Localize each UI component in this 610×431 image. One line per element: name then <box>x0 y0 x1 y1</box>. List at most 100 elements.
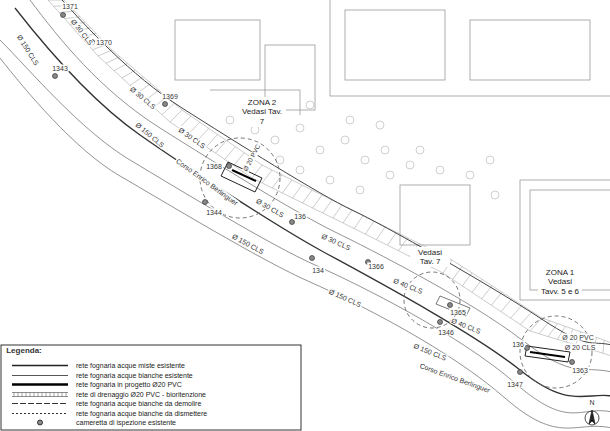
zone-callout: Vedasi Tav. 7 <box>410 247 450 267</box>
parking-stall <box>234 153 244 166</box>
legend-text: rete fognaria acque bianche da demolire <box>76 399 201 408</box>
legend-box <box>1 345 301 430</box>
parking-stall <box>206 134 217 146</box>
parking-stall <box>225 147 236 160</box>
map-label: 1365 <box>449 309 467 316</box>
parking-stall <box>354 216 363 229</box>
legend-entry: rete fognaria in progetto Ø20 PVC <box>4 380 298 389</box>
map-label: 1368 <box>205 163 223 170</box>
legend-sample <box>10 361 70 370</box>
map-label: 136 <box>293 213 307 220</box>
map-label: Ø 150 CLS <box>134 121 167 150</box>
tree <box>436 166 444 174</box>
legend-entry: cameretta di ispezione esistente <box>4 418 298 427</box>
parking-stall <box>501 299 512 312</box>
tree <box>296 124 304 132</box>
parking-stall <box>272 175 282 188</box>
map-label: Ø 20 CLS <box>564 344 597 351</box>
parking-stall <box>323 200 332 213</box>
parking-stall <box>453 266 462 279</box>
map-label: Ø 150 CLS <box>15 33 40 68</box>
parking-stall <box>387 232 396 245</box>
map-label: 1370 <box>95 39 113 46</box>
map-label: Ø 150 CLS <box>230 232 266 255</box>
parking-stall <box>603 340 604 353</box>
parking-stall <box>530 318 542 331</box>
legend-sample <box>10 418 70 427</box>
tree <box>251 126 259 134</box>
parking-stall <box>365 221 374 234</box>
map-label: 136 <box>511 341 525 348</box>
tree <box>276 156 284 164</box>
legend-text: rete fognaria in progetto Ø20 PVC <box>76 380 182 389</box>
parking-stall <box>343 210 352 223</box>
map-label: Ø 20 PVC <box>561 334 595 341</box>
zone-label: ZONA 1 Vedasi Tavv. 5 e 6 <box>538 267 582 297</box>
legend-text: rete di drenaggio Ø20 PVC - bioritenzion… <box>76 390 206 399</box>
zone-callout: ZONA 1 Vedasi Tavv. 5 e 6 <box>538 267 582 297</box>
legend-text: rete fognaria acque bianche da dismetter… <box>76 409 207 418</box>
tree <box>226 116 234 124</box>
parking-stall <box>482 286 492 299</box>
parking-stall <box>262 170 272 183</box>
map-label: 1343 <box>51 65 69 72</box>
tree <box>271 136 279 144</box>
tree <box>361 156 369 164</box>
legend-text: rete fognaria acque miste esistente <box>76 361 185 370</box>
legend-sample <box>10 409 70 418</box>
parking-stall <box>491 292 502 305</box>
zone-label: ZONA 2 Vedasi Tav. 7 <box>238 97 286 127</box>
tree <box>376 121 384 129</box>
tree <box>416 146 424 154</box>
legend-text: cameretta di ispezione esistente <box>76 418 176 427</box>
tree <box>306 101 314 109</box>
legend-entry: rete fognaria acque bianche esistente <box>4 371 298 380</box>
map-label: Corso Enrico Berlinguer <box>418 362 492 395</box>
tree <box>386 171 394 179</box>
parking-stall <box>170 110 182 122</box>
legend-entry: rete fognaria acque bianche da dismetter… <box>4 409 298 418</box>
parking-stall <box>282 180 292 193</box>
map-label: 1363 <box>571 367 589 374</box>
parking-stall <box>292 185 302 198</box>
map-label: 1346 <box>437 329 455 336</box>
map-label: 1366 <box>367 263 385 270</box>
parking-stall <box>376 227 385 240</box>
legend-entry: rete fognaria acque miste esistente <box>4 361 298 370</box>
tree <box>356 186 364 194</box>
legend-sample <box>10 399 70 408</box>
map-label: 134 <box>311 267 325 274</box>
map-label: 1369 <box>161 93 179 100</box>
tree <box>381 146 389 154</box>
parking-edge <box>48 0 610 356</box>
map-label: Ø 30 CLS <box>254 197 286 219</box>
legend-entry: rete fognaria acque bianche da demolire <box>4 399 298 408</box>
parking-stall <box>48 0 64 1</box>
tree <box>316 146 324 154</box>
parking-stalls <box>48 0 610 356</box>
legend-sample <box>10 371 70 380</box>
map-label: Ø 150 CLS <box>327 287 363 308</box>
parking-stall <box>98 50 112 56</box>
tree <box>491 191 499 199</box>
legend-sample <box>10 390 70 399</box>
legend-sample <box>10 380 70 389</box>
map-label: 1371 <box>61 3 79 10</box>
parking-stall <box>313 195 322 208</box>
tree <box>466 171 474 179</box>
map-label: Ø 30 CLS <box>320 232 353 252</box>
map-label: 1347 <box>506 381 524 388</box>
parking-edge <box>64 0 610 343</box>
tree <box>406 161 414 169</box>
tree <box>486 156 494 164</box>
map-label: N <box>588 399 595 406</box>
zone-label: Vedasi Tav. 7 <box>410 247 450 267</box>
legend-title: Legenda: <box>5 347 43 355</box>
north-arrow <box>585 410 599 425</box>
tree <box>296 166 304 174</box>
parking-stall <box>548 324 557 337</box>
tree <box>346 116 354 124</box>
legend-text: rete fognaria acque bianche esistente <box>76 371 193 380</box>
parking-stall <box>511 305 522 318</box>
